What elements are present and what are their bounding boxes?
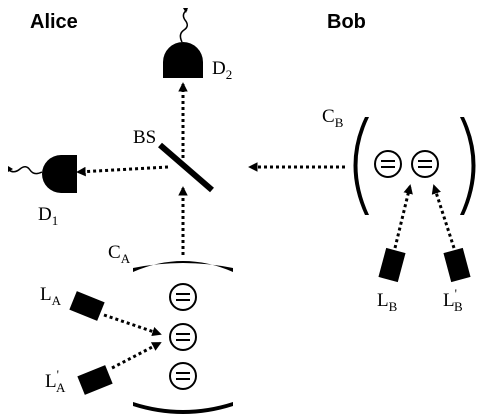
beam-laserBprime (431, 184, 456, 249)
laserA-icon (69, 291, 105, 321)
cavityB-left-mirror-icon (353, 117, 369, 215)
party-alice: Alice (30, 11, 78, 33)
label-d1: D1 (38, 204, 58, 228)
laserB-icon (378, 247, 406, 283)
label-cavityA: CA (108, 242, 131, 266)
photon-icon (8, 166, 43, 175)
laserAprime-icon (77, 365, 113, 395)
atom-icon (169, 283, 197, 311)
cavityB-right-mirror-icon (460, 117, 476, 215)
atom-icon (169, 323, 197, 351)
laserBprime-icon (443, 247, 471, 283)
label-laserBprime: L'B (443, 286, 463, 314)
beam-bs-to-d1 (76, 165, 169, 177)
party-bob: Bob (327, 11, 366, 33)
atom-icon (169, 362, 197, 390)
label-laserAprime: L'A (45, 367, 66, 395)
label-laserB: LB (377, 290, 398, 314)
label-bs: BS (133, 127, 156, 148)
atom-icon (411, 150, 439, 178)
detector1-icon (8, 155, 77, 193)
beam-laserAprime (111, 341, 162, 370)
label-cavityB: CB (322, 106, 344, 130)
detector2-icon (163, 8, 203, 78)
label-laserA: LA (40, 284, 62, 308)
beam-laserB (393, 184, 413, 249)
cavityA-bottom-mirror-icon (133, 402, 233, 414)
beam-laserA (103, 313, 162, 337)
label-d2: D2 (212, 58, 232, 82)
photon-icon (179, 9, 188, 43)
beamsplitter-icon (158, 142, 214, 193)
cavityA-top-mirror-icon (133, 261, 233, 272)
atom-icon (374, 150, 402, 178)
